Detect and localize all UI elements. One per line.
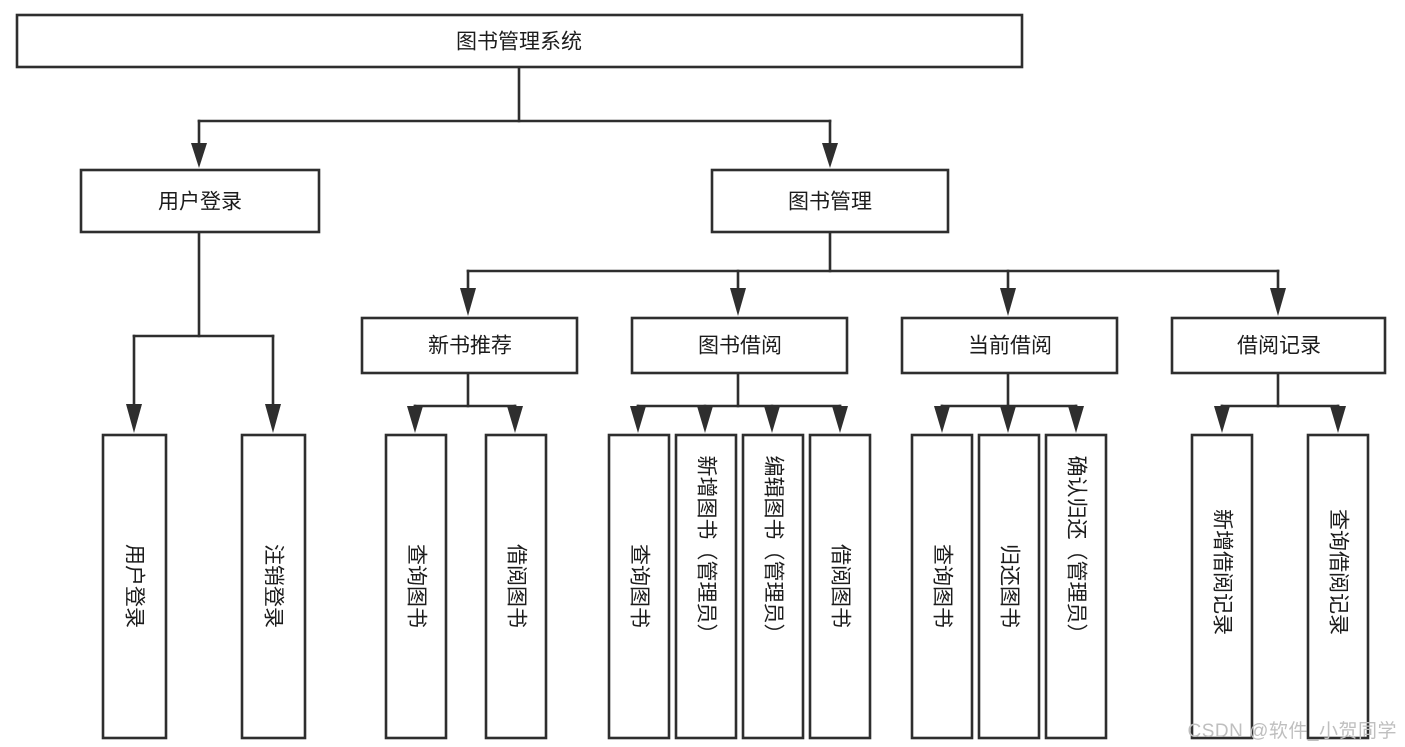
arrow-to-leaf-query-book-1	[407, 406, 423, 433]
arrow-to-user-login	[191, 143, 207, 168]
node-current-borrow[interactable]: 当前借阅	[900, 316, 1119, 375]
node-leaf-edit-book[interactable]: 编辑图书（管理员）	[741, 433, 805, 740]
node-title-box[interactable]	[15, 13, 1024, 69]
node-leaf-borrow-book-2-box[interactable]	[808, 433, 872, 740]
node-book-manage-box[interactable]	[710, 168, 950, 234]
node-leaf-return-book-label: 归还图书	[998, 544, 1021, 628]
arrow-to-leaf-query-book-2	[630, 406, 646, 433]
node-title[interactable]: 图书管理系统	[15, 13, 1024, 69]
arrow-to-borrow-record	[1270, 288, 1286, 316]
arrow-to-leaf-edit-book	[764, 406, 780, 433]
node-new-book-recommend-box[interactable]	[360, 316, 579, 375]
node-leaf-query-book-3-box[interactable]	[910, 433, 974, 740]
arrow-to-leaf-query-book-3	[934, 406, 950, 433]
node-leaf-query-book-1-box[interactable]	[384, 433, 448, 740]
node-leaf-query-book-2-box[interactable]	[607, 433, 671, 740]
node-leaf-query-book-3-label: 查询图书	[931, 544, 954, 628]
node-leaf-confirm-return-box[interactable]	[1044, 433, 1108, 740]
arrow-to-leaf-add-book	[697, 406, 713, 433]
node-new-book-recommend[interactable]: 新书推荐	[360, 316, 579, 375]
arrow-to-leaf-return-book	[1000, 406, 1016, 433]
node-leaf-user-login-box[interactable]	[101, 433, 168, 740]
node-leaf-borrow-book-1[interactable]: 借阅图书	[484, 433, 548, 740]
arrow-to-book-manage	[822, 143, 838, 168]
arrow-to-leaf-query-borrow-record	[1330, 406, 1346, 433]
node-book-borrow-box[interactable]	[630, 316, 849, 375]
arrow-to-leaf-confirm-return	[1068, 406, 1084, 433]
node-leaf-query-book-2[interactable]: 查询图书	[607, 433, 671, 740]
node-leaf-add-book-box[interactable]	[674, 433, 738, 740]
node-title-label: 图书管理系统	[456, 31, 582, 54]
node-leaf-edit-book-box[interactable]	[741, 433, 805, 740]
node-leaf-logout-login-box[interactable]	[240, 433, 307, 740]
node-leaf-add-book[interactable]: 新增图书（管理员）	[674, 433, 738, 740]
node-book-borrow[interactable]: 图书借阅	[630, 316, 849, 375]
node-leaf-add-borrow-record[interactable]: 新增借阅记录	[1190, 433, 1254, 740]
node-leaf-query-book-1-label: 查询图书	[405, 544, 428, 628]
arrow-to-current-borrow	[1000, 288, 1016, 316]
node-leaf-borrow-book-1-label: 借阅图书	[505, 544, 528, 628]
node-leaf-query-borrow-record-label: 查询借阅记录	[1327, 509, 1350, 635]
arrow-to-leaf-add-borrow-record	[1214, 406, 1230, 433]
node-user-login-label: 用户登录	[158, 191, 242, 214]
node-current-borrow-label: 当前借阅	[968, 335, 1052, 358]
node-leaf-borrow-book-2[interactable]: 借阅图书	[808, 433, 872, 740]
node-leaf-user-login[interactable]: 用户登录	[101, 433, 168, 740]
node-leaf-confirm-return-label: 确认归还（管理员）	[1065, 456, 1088, 645]
node-leaf-query-book-3[interactable]: 查询图书	[910, 433, 974, 740]
node-leaf-return-book[interactable]: 归还图书	[977, 433, 1041, 740]
node-leaf-add-book-label: 新增图书（管理员）	[695, 456, 718, 645]
arrow-to-book-borrow	[730, 288, 746, 316]
node-leaf-query-book-1[interactable]: 查询图书	[384, 433, 448, 740]
arrow-to-new-book-recommend	[460, 288, 476, 316]
node-leaf-user-login-label: 用户登录	[123, 544, 146, 628]
node-user-login[interactable]: 用户登录	[79, 168, 321, 234]
arrow-to-leaf-borrow-book-2	[832, 406, 848, 433]
node-borrow-record[interactable]: 借阅记录	[1170, 316, 1387, 375]
node-book-manage[interactable]: 图书管理	[710, 168, 950, 234]
node-book-manage-label: 图书管理	[788, 191, 872, 214]
node-leaf-query-book-2-label: 查询图书	[628, 544, 651, 628]
node-user-login-box[interactable]	[79, 168, 321, 234]
node-leaf-add-borrow-record-box[interactable]	[1190, 433, 1254, 740]
arrow-to-leaf-logout-login	[265, 404, 281, 433]
node-leaf-query-borrow-record-box[interactable]	[1306, 433, 1370, 740]
node-leaf-logout-login[interactable]: 注销登录	[240, 433, 307, 740]
node-leaf-edit-book-label: 编辑图书（管理员）	[762, 456, 785, 645]
node-leaf-borrow-book-1-box[interactable]	[484, 433, 548, 740]
arrow-to-leaf-borrow-book-1	[507, 406, 523, 433]
node-leaf-return-book-box[interactable]	[977, 433, 1041, 740]
node-leaf-confirm-return[interactable]: 确认归还（管理员）	[1044, 433, 1108, 740]
arrow-to-leaf-user-login	[126, 404, 142, 433]
node-leaf-add-borrow-record-label: 新增借阅记录	[1211, 509, 1234, 635]
node-leaf-borrow-book-2-label: 借阅图书	[829, 544, 852, 628]
node-leaf-logout-login-label: 注销登录	[262, 544, 285, 628]
arrowhead-layer	[126, 143, 1346, 433]
node-borrow-record-box[interactable]	[1170, 316, 1387, 375]
node-leaf-query-borrow-record[interactable]: 查询借阅记录	[1306, 433, 1370, 740]
node-new-book-recommend-label: 新书推荐	[428, 335, 512, 358]
node-borrow-record-label: 借阅记录	[1237, 335, 1321, 358]
node-book-borrow-label: 图书借阅	[698, 335, 782, 358]
node-current-borrow-box[interactable]	[900, 316, 1119, 375]
